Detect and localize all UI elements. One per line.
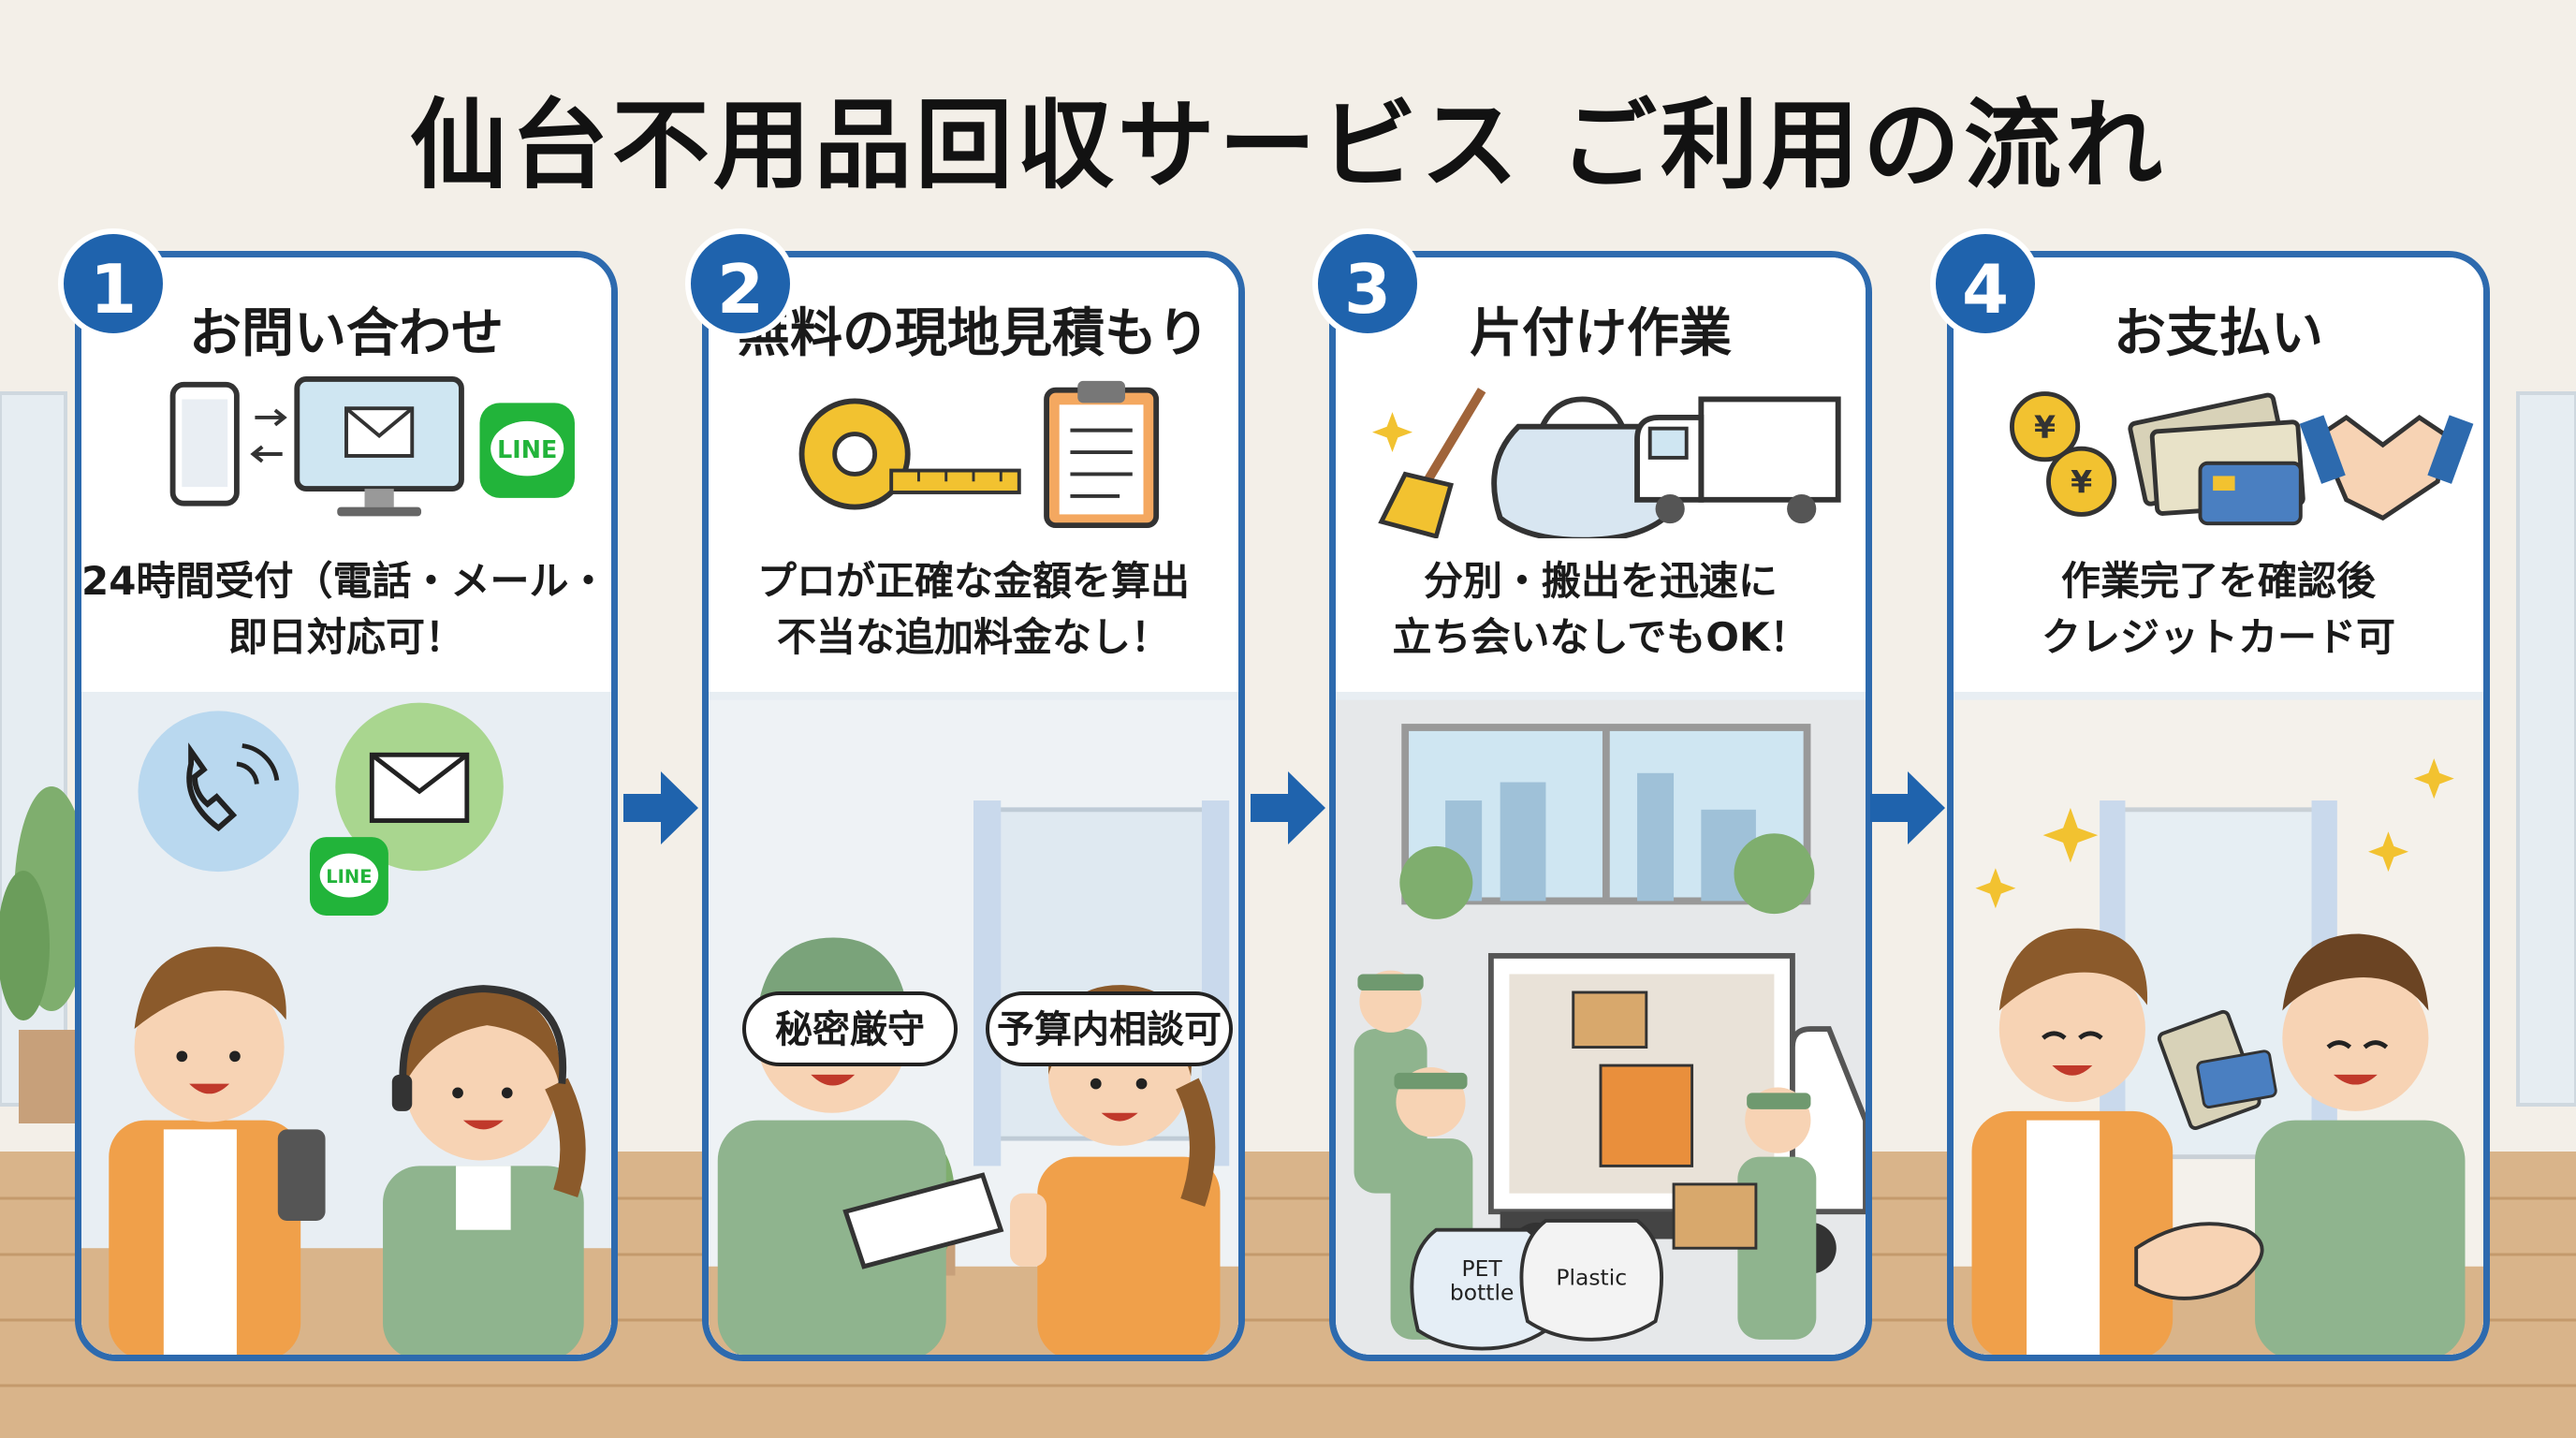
card-top: お支払い ¥ ¥ 作業完了を確認後 クレジットカード可 (1954, 257, 2483, 692)
customer-man (1971, 928, 2174, 1355)
step-icons: LINE (169, 376, 575, 517)
phone-bubble-icon (138, 711, 300, 873)
step-card-1: お問い合わせ LINE 24時間 (75, 251, 618, 1361)
step-scene: 秘密厳守 予算内相談可 (709, 692, 1238, 1355)
broom-icon (1372, 388, 1486, 538)
step-card-2: 無料の現地見積もり プロが正確な金 (702, 251, 1245, 1361)
step-badge-3: 3 (1312, 228, 1423, 339)
smartphone-icon (169, 381, 240, 506)
computer-mail-icon (294, 376, 464, 517)
step-title: 片付け作業 (1470, 303, 1732, 364)
svg-text:¥: ¥ (2034, 408, 2056, 445)
line-app-icon: LINE (479, 403, 575, 498)
clipboard-icon (1044, 380, 1160, 529)
step-badge-1: 1 (58, 228, 168, 339)
card-top: お問い合わせ LINE 24時間 (81, 257, 611, 692)
staff-worker (2157, 933, 2466, 1355)
mail-bubble-icon (335, 702, 504, 872)
step-description: 24時間受付（電話・メール・LINE） 即日対応可！ (81, 558, 611, 660)
step-icons: ¥ ¥ (2010, 391, 2474, 526)
window (1399, 724, 1815, 919)
bubble-privacy: 秘密厳守 (742, 991, 958, 1066)
yen-coins-icon: ¥ ¥ (2010, 391, 2117, 517)
step-icons (798, 380, 1160, 529)
arrow-right-icon (623, 771, 698, 844)
svg-text:LINE: LINE (497, 435, 557, 463)
arrow-right-icon (1251, 771, 1325, 844)
svg-text:Plastic: Plastic (1556, 1264, 1627, 1290)
step-title: 無料の現地見積もり (738, 303, 1209, 364)
step-scene (1954, 692, 2483, 1355)
step-description: 分別・搬出を迅速に 立ち会いなしでもOK！ (1392, 558, 1809, 660)
handshake-icon (2299, 414, 2474, 521)
customer-man (109, 946, 326, 1355)
arrows-icon (250, 408, 287, 463)
step-card-3: 片付け作業 分別・搬出を迅速に 立ち会いなしでもOK！ (1329, 251, 1872, 1361)
plastic-bag: Plastic (1519, 1219, 1664, 1342)
card-top: 片付け作業 分別・搬出を迅速に 立ち会いなしでもOK！ (1336, 257, 1866, 692)
truck-icon (1634, 396, 1841, 524)
step-card-4: お支払い ¥ ¥ 作業完了を確認後 クレジットカード可 (1947, 251, 2490, 1361)
svg-text:¥: ¥ (2071, 463, 2092, 500)
page-title: 仙台不用品回収サービス ご利用の流れ (409, 88, 2167, 202)
operator-woman (383, 985, 586, 1355)
line-badge-icon: LINE (309, 837, 388, 917)
step-title: お支払い (2114, 303, 2323, 364)
svg-text:LINE: LINE (326, 866, 372, 888)
banknotes-card-icon (2128, 392, 2305, 526)
step-scene: LINE (81, 692, 611, 1355)
step-badge-2: 2 (685, 228, 796, 339)
step-badge-4: 4 (1930, 228, 2041, 339)
step-description: 作業完了を確認後 クレジットカード可 (2041, 558, 2395, 660)
step-icons (1372, 388, 1841, 538)
card-top: 無料の現地見積もり プロが正確な金 (709, 257, 1238, 692)
tape-measure-icon (798, 398, 1021, 510)
arrow-right-icon (1870, 771, 1945, 844)
step-title: お問い合わせ (189, 303, 504, 364)
step-description: プロが正確な金額を算出 不当な追加料金なし！ (756, 558, 1190, 660)
sparkles (1975, 758, 2454, 909)
handshake (2134, 1222, 2264, 1300)
plant-left (0, 786, 89, 1123)
worker-right (1672, 1087, 1817, 1340)
bubble-budget: 予算内相談可 (986, 991, 1233, 1066)
